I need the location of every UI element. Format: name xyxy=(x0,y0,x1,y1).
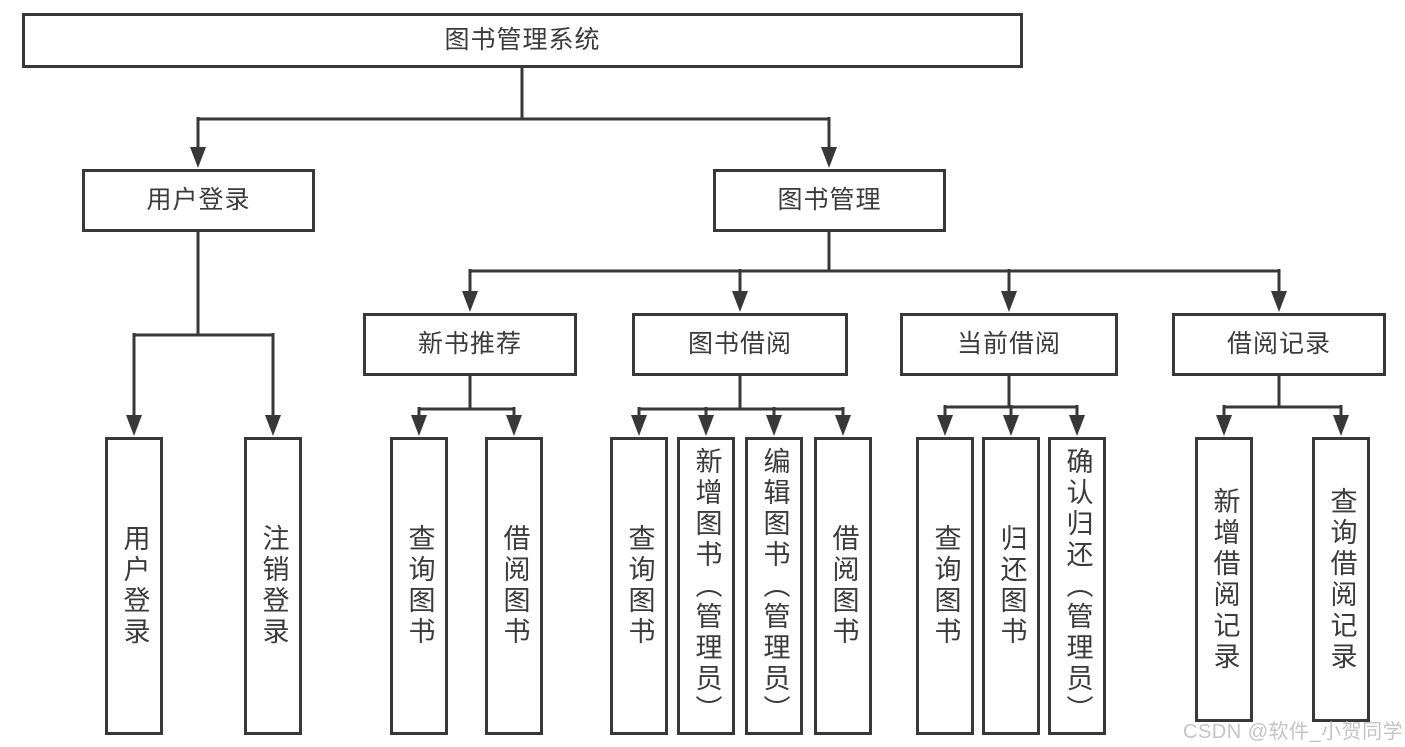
node-current-borrow-label: 当前借阅 xyxy=(956,330,1061,358)
node-root: 图书管理系统 xyxy=(22,13,1023,68)
csdn-watermark: CSDN @软件_小贺同学 xyxy=(1183,721,1404,743)
node-book-management: 图书管理 xyxy=(713,169,946,232)
leaf-query-books-borrow: 查询图书 xyxy=(610,437,668,735)
leaf-confirm-return-admin-label: 确认归还（管理员） xyxy=(1062,446,1093,726)
node-current-borrow: 当前借阅 xyxy=(900,313,1118,376)
node-new-book-recommend: 新书推荐 xyxy=(363,313,577,376)
leaf-query-books-borrow-label: 查询图书 xyxy=(624,524,655,648)
node-user-login-label: 用户登录 xyxy=(146,186,251,214)
leaf-query-books-current-label: 查询图书 xyxy=(930,524,961,648)
node-new-book-recommend-label: 新书推荐 xyxy=(417,330,522,358)
leaf-add-books-admin: 新增图书（管理员） xyxy=(677,437,735,735)
leaf-confirm-return-admin: 确认归还（管理员） xyxy=(1048,437,1106,735)
leaf-borrow-books-recommend-label: 借阅图书 xyxy=(499,524,530,648)
leaf-add-books-admin-label: 新增图书（管理员） xyxy=(691,446,722,726)
leaf-logout: 注销登录 xyxy=(244,437,302,735)
node-borrow-records: 借阅记录 xyxy=(1172,313,1386,376)
leaf-query-books-recommend-label: 查询图书 xyxy=(404,524,435,648)
node-book-borrow: 图书借阅 xyxy=(632,313,848,376)
leaf-query-borrow-record-label: 查询借阅记录 xyxy=(1326,486,1357,673)
node-book-management-label: 图书管理 xyxy=(777,186,882,214)
node-user-login: 用户登录 xyxy=(82,169,315,232)
leaf-user-login: 用户登录 xyxy=(105,437,163,735)
node-book-borrow-label: 图书借阅 xyxy=(687,330,792,358)
leaf-add-borrow-record-label: 新增借阅记录 xyxy=(1209,486,1240,673)
node-borrow-records-label: 借阅记录 xyxy=(1226,330,1331,358)
leaf-logout-label: 注销登录 xyxy=(258,524,289,648)
leaf-query-borrow-record: 查询借阅记录 xyxy=(1312,437,1370,722)
leaf-return-books: 归还图书 xyxy=(982,437,1040,735)
leaf-edit-books-admin: 编辑图书（管理员） xyxy=(745,437,803,735)
node-root-label: 图书管理系统 xyxy=(444,26,601,54)
leaf-borrow-books: 借阅图书 xyxy=(814,437,872,735)
leaf-edit-books-admin-label: 编辑图书（管理员） xyxy=(759,446,790,726)
leaf-borrow-books-recommend: 借阅图书 xyxy=(485,437,543,735)
leaf-query-books-recommend: 查询图书 xyxy=(390,437,448,735)
leaf-query-books-current: 查询图书 xyxy=(916,437,974,735)
leaf-borrow-books-label: 借阅图书 xyxy=(828,524,859,648)
leaf-add-borrow-record: 新增借阅记录 xyxy=(1195,437,1253,722)
leaf-user-login-label: 用户登录 xyxy=(119,524,150,648)
leaf-return-books-label: 归还图书 xyxy=(996,524,1027,648)
